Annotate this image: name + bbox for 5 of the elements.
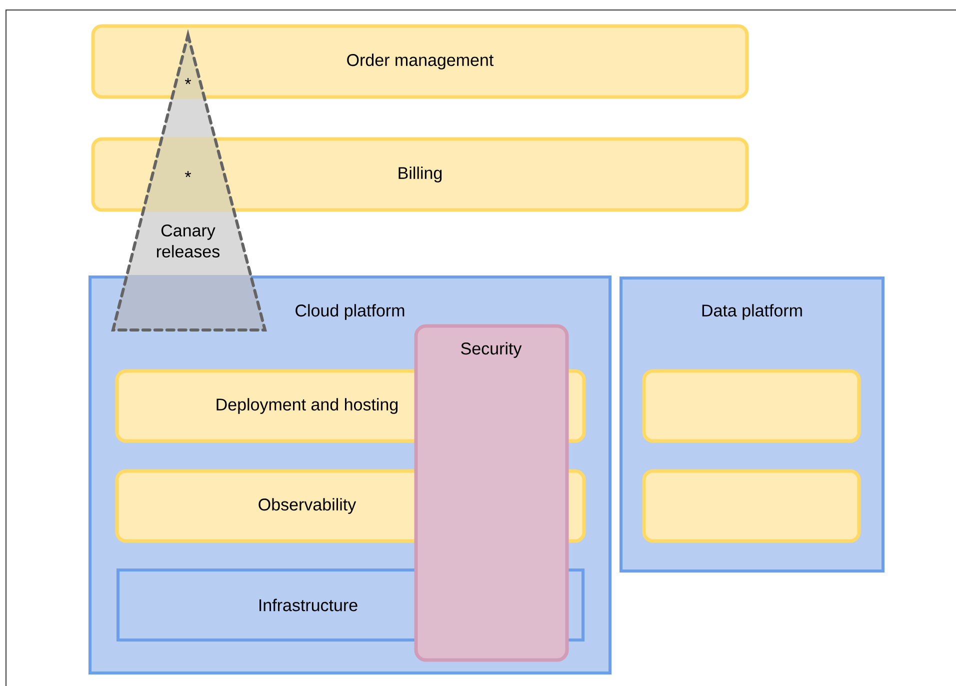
placeholder-box <box>642 469 861 543</box>
placeholder-box <box>642 369 861 443</box>
asterisk-mark: * <box>184 78 192 84</box>
security-panel: Security <box>414 324 569 662</box>
asterisk-mark: * <box>184 171 192 178</box>
